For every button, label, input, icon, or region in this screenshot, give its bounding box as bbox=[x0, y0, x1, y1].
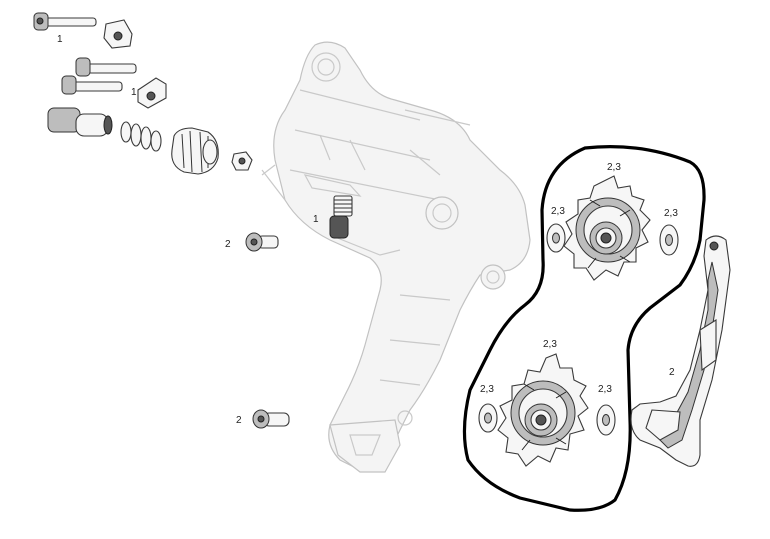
upper-right-washer bbox=[659, 224, 679, 256]
upper-pulley-bolt bbox=[245, 232, 279, 252]
knurled-cap bbox=[171, 127, 219, 175]
upper-left-washer bbox=[546, 223, 566, 253]
label-upper-pulley-right: 2,3 bbox=[664, 208, 678, 219]
lower-left-washer bbox=[478, 403, 498, 433]
bolt-pair bbox=[61, 57, 137, 95]
hardware-group: 1 1 bbox=[33, 12, 253, 175]
lower-pulley-bolt bbox=[252, 409, 290, 429]
long-bolt bbox=[33, 12, 97, 31]
lower-pulley bbox=[497, 353, 589, 467]
label-hardware-bolt: 1 bbox=[57, 34, 63, 45]
cage-plate bbox=[630, 235, 731, 467]
spring bbox=[120, 121, 162, 152]
label-lower-bolt: 2 bbox=[236, 415, 242, 426]
pivot-bolt bbox=[329, 195, 353, 239]
label-cage-plate: 2 bbox=[669, 367, 675, 378]
lower-right-washer bbox=[596, 404, 616, 436]
pulley-highlight-outline bbox=[462, 145, 706, 512]
link-tab bbox=[137, 77, 167, 109]
label-upper-pulley-left: 2,3 bbox=[551, 206, 565, 217]
label-upper-pulley-top: 2,3 bbox=[607, 162, 621, 173]
label-lower-pulley-left: 2,3 bbox=[480, 384, 494, 395]
barrel-adjuster bbox=[47, 107, 113, 137]
label-lower-pulley-right: 2,3 bbox=[598, 384, 612, 395]
bracket-piece bbox=[103, 19, 133, 49]
label-hardware-tab: 1 bbox=[131, 87, 137, 98]
label-pivot-bolt: 1 bbox=[313, 214, 319, 225]
small-nut bbox=[231, 151, 253, 171]
upper-pulley bbox=[563, 175, 651, 281]
derailleur-body-ghost bbox=[261, 41, 531, 473]
label-upper-bolt: 2 bbox=[225, 239, 231, 250]
label-lower-pulley-top: 2,3 bbox=[543, 339, 557, 350]
